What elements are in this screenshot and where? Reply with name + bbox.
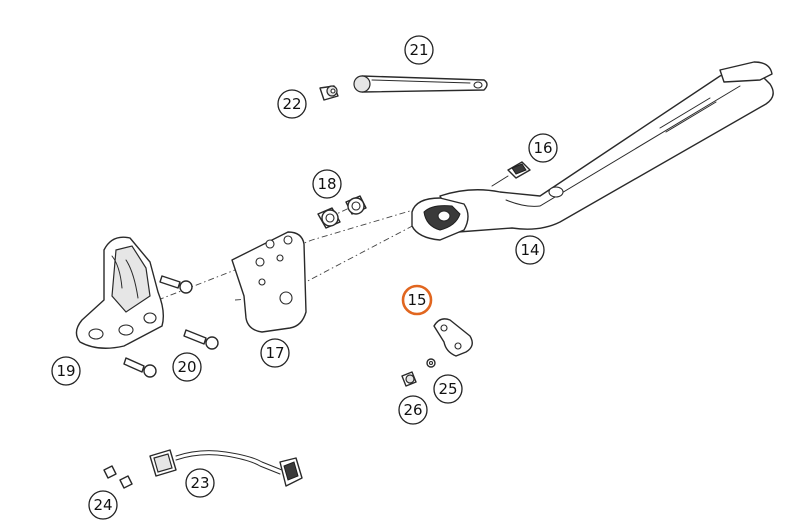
callout-17[interactable]: 17 (260, 338, 290, 368)
callout-18-label: 18 (317, 175, 336, 193)
part-16-bolt[interactable] (491, 161, 531, 187)
callout-25[interactable]: 25 (433, 374, 463, 404)
part-22-nut[interactable] (319, 85, 339, 101)
callout-19-label: 19 (56, 362, 75, 380)
part-19-bracket[interactable] (75, 236, 165, 349)
part-20-bolts[interactable] (123, 275, 219, 378)
part-23-switch-cable[interactable] (149, 449, 303, 487)
part-18-bushings[interactable] (317, 195, 367, 229)
part-17-plate[interactable] (231, 231, 307, 333)
callout-14[interactable]: 14 (515, 235, 545, 265)
part-26-screw[interactable] (401, 371, 417, 387)
callout-18[interactable]: 18 (312, 169, 342, 199)
callout-16-label: 16 (533, 139, 552, 157)
callout-20-label: 20 (177, 358, 196, 376)
callout-15-label: 15 (407, 291, 426, 309)
callout-26-label: 26 (403, 401, 422, 419)
callout-16[interactable]: 16 (528, 133, 558, 163)
callout-25-label: 25 (438, 380, 457, 398)
callout-22[interactable]: 22 (277, 89, 307, 119)
part-24-screws[interactable] (103, 465, 133, 489)
part-14-side-stand[interactable] (411, 61, 774, 241)
callout-17-label: 17 (265, 344, 284, 362)
part-21-pin[interactable] (353, 75, 488, 93)
callout-23[interactable]: 23 (185, 468, 215, 498)
part-15-sensor-bracket[interactable] (433, 318, 473, 357)
callout-26[interactable]: 26 (398, 395, 428, 425)
callout-19[interactable]: 19 (51, 356, 81, 386)
callout-24[interactable]: 24 (88, 490, 118, 520)
callout-20[interactable]: 20 (172, 352, 202, 382)
callout-14-label: 14 (520, 241, 539, 259)
callout-15[interactable]: 15 (401, 284, 433, 316)
callout-21-label: 21 (409, 41, 428, 59)
callout-21[interactable]: 21 (404, 35, 434, 65)
part-25-washer[interactable] (426, 358, 436, 368)
callout-23-label: 23 (190, 474, 209, 492)
callout-24-label: 24 (93, 496, 112, 514)
callout-22-label: 22 (282, 95, 301, 113)
